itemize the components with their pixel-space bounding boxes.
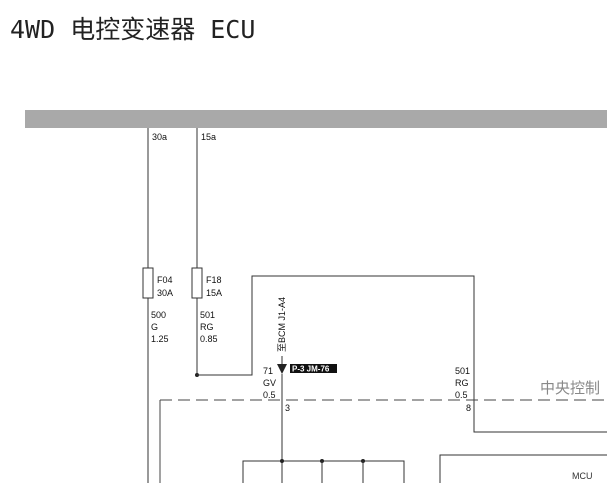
wire-71-size: 0.5 <box>263 390 276 400</box>
fuse-f04-rating: 30A <box>157 288 173 298</box>
rail-label-right: 15a <box>201 132 216 142</box>
wire-501b-color: RG <box>455 378 469 388</box>
power-bus-bar <box>25 110 607 128</box>
fuse-f04-id: F04 <box>157 275 173 285</box>
fuse-f18-symbol <box>191 267 203 299</box>
wire-501b-circuit: 501 <box>455 366 470 376</box>
mcu-label: MCU <box>572 471 593 481</box>
fuse-f18-id: F18 <box>206 275 222 285</box>
pin-number-8: 8 <box>466 403 471 413</box>
wire-500-size: 1.25 <box>151 334 169 344</box>
fuse-f18-rating: 15A <box>206 288 222 298</box>
bcm-reference: 至BCM J1-A4 <box>277 297 287 352</box>
wire-71-color: GV <box>263 378 276 388</box>
wire-501-size: 0.85 <box>200 334 218 344</box>
pin-number-3: 3 <box>285 403 290 413</box>
internal-bus-box <box>242 460 405 483</box>
wire-501-color: RG <box>200 322 214 332</box>
wire-71-circuit: 71 <box>263 366 273 376</box>
connector-tag-text: P-3 JM-76 <box>292 365 330 374</box>
mcu-module-box <box>439 454 607 483</box>
bus-node-1 <box>280 459 284 463</box>
module-supply-wire <box>197 275 607 433</box>
zone-label: 中央控制 <box>540 379 600 397</box>
connector-tag <box>290 364 337 373</box>
fuse-f04-symbol <box>142 267 154 299</box>
diagram-title: 4WD 电控变速器 ECU <box>10 15 256 44</box>
wire-501-circuit: 501 <box>200 310 215 320</box>
wire-500-color: G <box>151 322 158 332</box>
wire-501b-size: 0.5 <box>455 390 468 400</box>
rail-label-left: 30a <box>152 132 167 142</box>
bcm-arrow-head <box>277 364 287 374</box>
wire-500-circuit: 500 <box>151 310 166 320</box>
